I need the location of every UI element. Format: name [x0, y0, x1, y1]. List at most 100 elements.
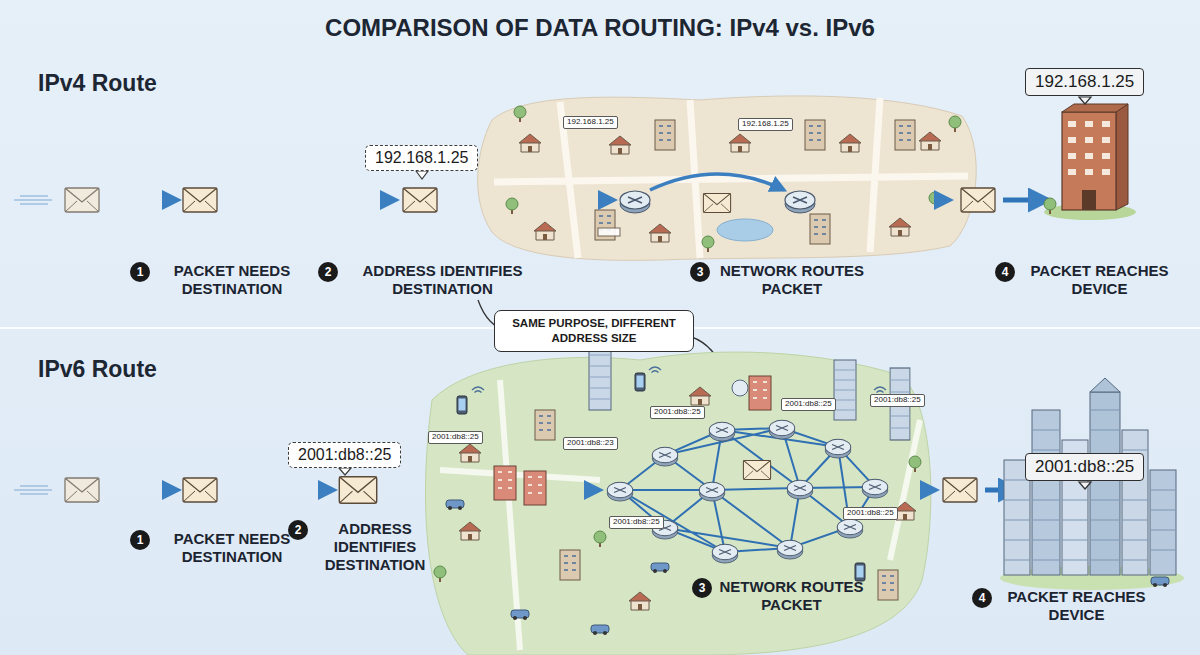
step-text: NETWORK ROUTES PACKET	[719, 578, 864, 614]
ipv6-map	[649, 367, 661, 373]
ipv6-map	[457, 396, 467, 414]
address-callout: 2001:db8::25	[288, 442, 401, 468]
mesh-link	[620, 428, 850, 552]
flow-arrow	[226, 198, 396, 202]
address-text: 192.168.1.25	[567, 118, 614, 127]
ipv6-map	[535, 410, 555, 440]
ipv6-map	[732, 380, 748, 396]
step-label: 4 PACKET REACHES DEVICE	[995, 262, 1177, 298]
destination-building	[1044, 198, 1056, 214]
destination-building	[1082, 190, 1096, 210]
router	[620, 191, 650, 213]
ipv4-map	[598, 228, 620, 236]
destination-building	[1062, 112, 1116, 210]
flow-arrow	[446, 198, 614, 202]
ipv4-map	[655, 120, 675, 150]
step-label: 3NETWORK ROUTES PACKET	[690, 262, 867, 298]
address-tag: 2001:db8::23	[563, 437, 618, 450]
step-text: PACKET REACHES DEVICE	[1022, 262, 1177, 298]
step-text: ADDRESS IDENTIFIES DESTINATION	[345, 262, 540, 298]
router	[712, 544, 738, 563]
destination-address: 192.168.1.25	[1025, 68, 1144, 96]
address-text: 192.168.1.25	[375, 149, 468, 167]
ipv4-map	[729, 134, 751, 152]
destination-building	[1044, 97, 1136, 220]
step-number: 4	[995, 262, 1015, 282]
diagram-title: COMPARISON OF DATA ROUTING: IPv4 vs. IPv…	[0, 14, 1200, 42]
destination-building	[1062, 104, 1128, 112]
ipv6-map	[511, 610, 529, 620]
router	[787, 480, 813, 499]
address-text: 2001:db8::25	[847, 509, 894, 518]
address-text: 2001:db8::25	[654, 408, 701, 417]
ipv6-map	[472, 387, 484, 393]
ipv4-map	[534, 222, 556, 240]
ipv4-map	[839, 134, 861, 152]
envelope	[65, 478, 99, 502]
ipv4-map	[514, 106, 526, 122]
address-text: 192.168.1.25	[742, 120, 789, 129]
ipv6-map	[749, 376, 771, 410]
step-text: ADDRESS IDENTIFIES DESTINATION	[315, 520, 435, 574]
ipv6-map	[651, 563, 669, 573]
ipv6-map	[834, 360, 856, 420]
flow-arrow	[650, 174, 784, 190]
ipv6-map	[560, 550, 580, 580]
destination-city	[1004, 410, 1176, 560]
router	[709, 422, 735, 441]
envelope	[65, 188, 99, 212]
bracket-leader	[478, 300, 718, 360]
ipv6-map	[459, 444, 481, 462]
mesh-link	[620, 428, 875, 552]
address-text: 2001:db8::25	[1035, 457, 1134, 477]
note-text: SAME PURPOSE, DIFFERENT ADDRESS SIZE	[505, 316, 683, 346]
step-number: 1	[130, 530, 150, 550]
flow-arrow	[106, 174, 1048, 200]
ipv6-map	[635, 373, 645, 391]
envelope	[339, 477, 376, 503]
router	[769, 420, 795, 439]
envelope	[743, 460, 770, 479]
destination-address: 2001:db8::25	[1025, 453, 1144, 481]
speed-lines	[14, 196, 52, 204]
step-label: 4PACKET REACHES DEVICE	[972, 588, 1154, 624]
ipv6-map	[629, 592, 651, 610]
note-box: SAME PURPOSE, DIFFERENT ADDRESS SIZE	[494, 310, 694, 352]
step-label: 3NETWORK ROUTES PACKET	[692, 578, 864, 614]
router	[785, 191, 815, 213]
address-text: 2001:db8::25	[298, 446, 391, 464]
ipv6-map	[434, 566, 446, 582]
step-text: NETWORK ROUTES PACKET	[717, 262, 867, 298]
router	[699, 482, 725, 501]
envelope	[183, 478, 217, 502]
flow-arrow	[226, 488, 334, 492]
router	[652, 447, 678, 466]
router	[607, 482, 633, 501]
ipv4-map	[805, 120, 825, 150]
router	[825, 439, 851, 458]
destination-city	[1032, 410, 1060, 575]
envelope	[183, 188, 217, 212]
ipv6-map	[459, 522, 481, 540]
step-text: PACKET NEEDS DESTINATION	[157, 262, 307, 298]
envelope	[961, 188, 995, 212]
flow-arrow	[106, 488, 1018, 492]
router	[777, 540, 803, 559]
flow-arrow	[1003, 198, 1048, 203]
ipv6-map	[494, 466, 516, 500]
ipv4-map	[649, 224, 671, 242]
envelope	[65, 188, 995, 213]
router	[862, 479, 888, 498]
ipv4-map	[478, 96, 977, 260]
ipv4-map	[949, 116, 961, 132]
router	[837, 519, 863, 538]
ipv4-map	[810, 214, 830, 244]
envelope	[403, 188, 437, 212]
destination-city	[1151, 577, 1169, 587]
step-label: 2ADDRESS IDENTIFIES DESTINATION	[318, 262, 540, 298]
step-label: 1PACKET NEEDS DESTINATION	[130, 262, 307, 298]
address-tag: 2001:db8::25	[428, 431, 483, 444]
ipv6-map	[425, 352, 930, 655]
ipv6-map	[909, 456, 921, 472]
mesh-link	[620, 428, 875, 552]
